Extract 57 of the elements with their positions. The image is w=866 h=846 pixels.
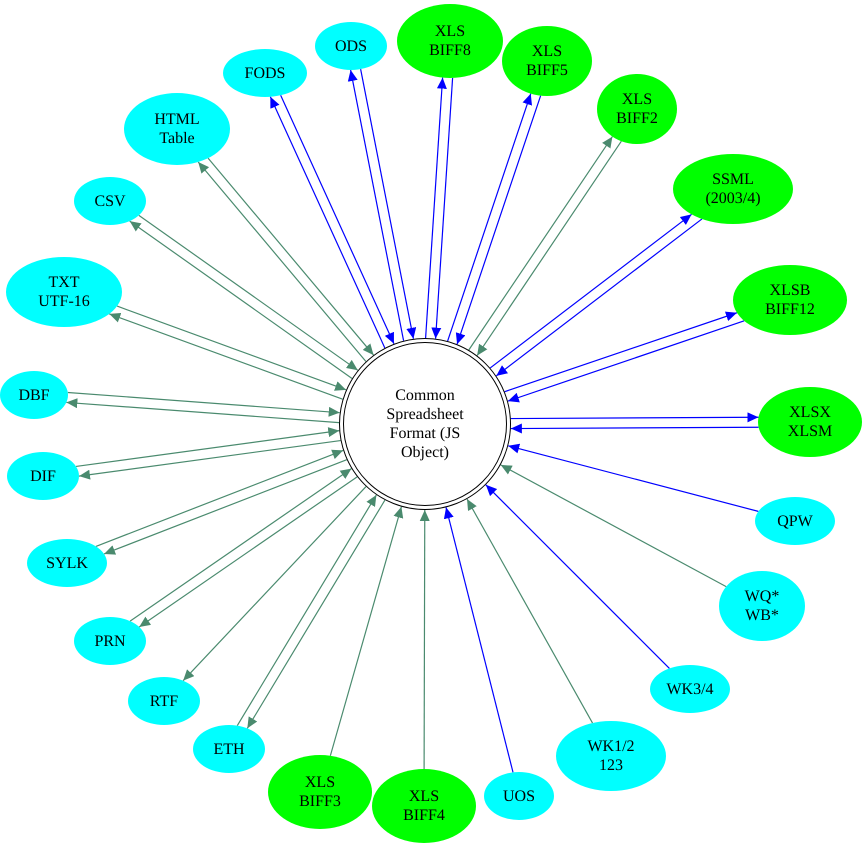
arrow xyxy=(246,500,386,729)
ellipse-node: XLS BIFF4 xyxy=(372,769,476,843)
ellipse-node: WK3/4 xyxy=(650,665,730,713)
arrow xyxy=(360,69,416,339)
ellipse-node: WQ* WB* xyxy=(719,571,805,641)
ellipse-node: PRN xyxy=(74,617,146,665)
arrow xyxy=(96,450,344,547)
ellipse-node: SSML (2003/4) xyxy=(673,154,793,224)
arrow xyxy=(104,459,347,555)
arrow xyxy=(508,320,744,402)
arrow xyxy=(116,306,346,391)
arrow xyxy=(510,412,758,422)
ellipse-node: TXT UTF-16 xyxy=(6,257,122,327)
ellipse-node: FODS xyxy=(223,49,307,97)
ellipse-node: XLS BIFF5 xyxy=(502,26,592,96)
arrow xyxy=(280,95,394,344)
arrow xyxy=(78,440,341,480)
arrow xyxy=(431,78,454,339)
arrow xyxy=(66,398,340,424)
arrow xyxy=(447,93,532,342)
ellipse-node: XLSX XLSM xyxy=(758,387,862,457)
arrow xyxy=(68,392,340,417)
ellipse-node: ODS xyxy=(315,22,387,70)
ellipse-node: XLSB BIFF12 xyxy=(733,265,847,335)
ellipse-node: XLS BIFF8 xyxy=(397,4,503,78)
ellipse-node: SYLK xyxy=(27,539,107,587)
ellipse-node: CSV xyxy=(74,177,146,225)
arrow xyxy=(468,136,613,350)
ellipse-node: WK1/2 123 xyxy=(556,721,666,791)
arrow xyxy=(425,78,447,338)
arrow xyxy=(76,427,340,468)
arrow xyxy=(476,140,622,356)
arrow xyxy=(270,96,386,348)
arrow xyxy=(456,95,542,344)
ellipse-node: DBF xyxy=(0,371,68,419)
arrow xyxy=(236,494,377,726)
ellipse-node: ETH xyxy=(193,725,265,773)
arrow xyxy=(504,312,738,392)
arrow xyxy=(466,498,594,724)
arrow xyxy=(420,510,430,769)
arrow xyxy=(500,464,726,588)
double-circle-node: Common Spreadsheet Format (JS Object) xyxy=(339,338,511,510)
ellipse-node: XLS BIFF3 xyxy=(268,755,372,829)
arrow xyxy=(109,312,343,400)
ellipse-node: HTML Table xyxy=(124,93,230,165)
ellipse-node: QPW xyxy=(755,497,835,545)
arrow xyxy=(444,507,514,772)
ellipse-node: DIF xyxy=(7,452,79,500)
arrow xyxy=(508,444,758,512)
arrow xyxy=(182,486,366,682)
ellipse-node: XLS BIFF2 xyxy=(597,74,677,144)
ellipse-node: UOS xyxy=(484,772,554,820)
ellipse-node: RTF xyxy=(128,677,200,725)
arrow xyxy=(348,70,404,341)
arrow xyxy=(485,484,670,669)
arrow xyxy=(330,506,404,756)
arrow xyxy=(510,424,759,434)
